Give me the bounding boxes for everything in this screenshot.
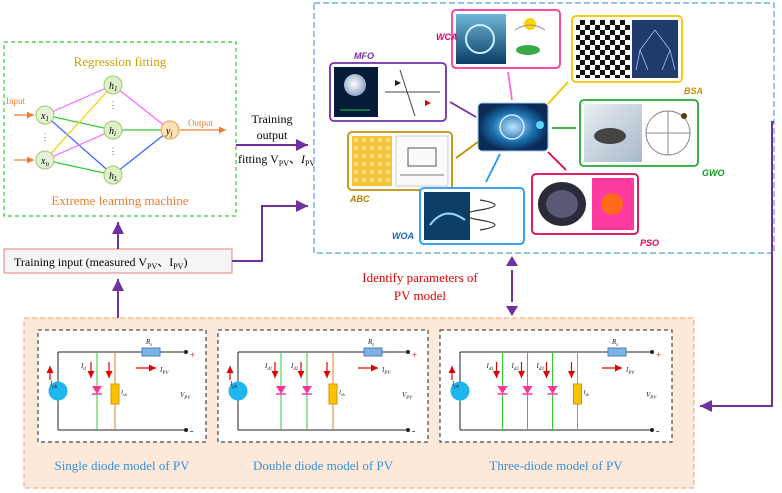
input-dots: ⋮ bbox=[41, 132, 50, 142]
core-image bbox=[477, 102, 549, 152]
svg-text:xn: xn bbox=[40, 156, 49, 168]
hidden-node-L: hL bbox=[103, 165, 123, 185]
elm-subtitle: Extreme learning machine bbox=[51, 193, 188, 208]
pso-label: PSO bbox=[640, 238, 659, 248]
bsa-card bbox=[571, 15, 683, 83]
training-output-line2: output bbox=[257, 128, 288, 142]
elm-connections bbox=[14, 84, 226, 176]
pso-card bbox=[531, 173, 639, 235]
input-node-n: xn bbox=[35, 150, 55, 170]
identify-line1: Identify parameters of bbox=[362, 270, 478, 285]
mfo-connector bbox=[449, 101, 477, 118]
training-input: Training input (measured VPV、IPV) bbox=[3, 200, 308, 318]
training-output-line3: fitting VPV、IPV bbox=[238, 152, 315, 168]
woa-label: WOA bbox=[392, 231, 414, 241]
algorithm-panel: WCA MFO BSA bbox=[313, 2, 775, 254]
hidden-node-1: h1 bbox=[103, 75, 123, 95]
training-input-text: Training input (measured VPV、IPV) bbox=[14, 255, 187, 271]
hidden-node-i: hi bbox=[103, 120, 123, 140]
identify-parameters: Identify parameters of PV model bbox=[362, 256, 518, 316]
identify-arrow-down bbox=[506, 306, 518, 316]
wca-connector bbox=[507, 71, 513, 101]
elm-box: Regression fitting Extreme learning mach… bbox=[3, 41, 237, 217]
bsa-connector bbox=[547, 81, 569, 105]
svg-text:x1: x1 bbox=[40, 111, 49, 123]
svg-text:h1: h1 bbox=[109, 81, 118, 93]
gwo-card bbox=[579, 99, 699, 167]
bsa-label: BSA bbox=[684, 86, 703, 96]
mfo-label: MFO bbox=[354, 51, 374, 61]
output-label: Output bbox=[188, 118, 214, 128]
identify-arrow-up bbox=[506, 256, 518, 266]
wca-card bbox=[451, 9, 561, 69]
input-to-panel-arrow bbox=[232, 200, 308, 262]
input-node-1: x1 bbox=[35, 105, 55, 125]
elm-title: Regression fitting bbox=[74, 54, 167, 69]
input-label: Input bbox=[6, 96, 25, 106]
training-input-box bbox=[3, 248, 233, 274]
abc-card bbox=[347, 131, 453, 191]
identify-line2: PV model bbox=[394, 288, 447, 303]
mfo-card bbox=[329, 62, 447, 122]
woa-card bbox=[419, 187, 525, 245]
woa-connector bbox=[485, 153, 501, 183]
hidden-dots-2: ⋮ bbox=[109, 146, 118, 156]
abc-label: ABC bbox=[349, 194, 370, 204]
wca-label: WCA bbox=[436, 32, 458, 42]
svg-text:yj: yj bbox=[165, 126, 172, 138]
panel-connectors bbox=[449, 71, 576, 183]
svg-text:hi: hi bbox=[109, 126, 116, 138]
models-region bbox=[23, 317, 695, 489]
training-output: Training output fitting VPV、IPV bbox=[236, 112, 315, 168]
hidden-dots-1: ⋮ bbox=[109, 100, 118, 110]
output-node: yj bbox=[160, 120, 180, 140]
training-output-line1: Training bbox=[252, 112, 293, 126]
abc-connector bbox=[455, 141, 479, 159]
pso-connector bbox=[547, 151, 567, 171]
gwo-label: GWO bbox=[702, 168, 725, 178]
panel-to-models-arrow bbox=[700, 121, 774, 412]
svg-text:hL: hL bbox=[109, 171, 118, 183]
